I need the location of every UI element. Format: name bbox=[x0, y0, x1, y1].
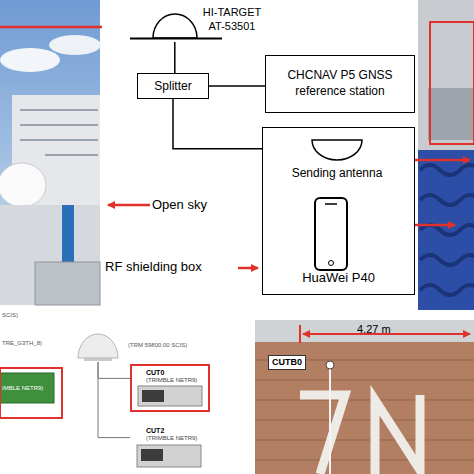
annotation-label: SCIS) bbox=[2, 312, 18, 319]
radome bbox=[0, 163, 46, 207]
receiver-photo bbox=[0, 373, 54, 403]
window-row bbox=[20, 139, 98, 141]
annotation-label: IMBLE NETR9) bbox=[2, 385, 43, 392]
brick-line bbox=[255, 380, 474, 381]
brick-lines bbox=[255, 360, 474, 460]
highlight-frame bbox=[430, 22, 474, 144]
highlight-frame bbox=[0, 368, 62, 418]
process-box: CHCNAV P5 GNSS reference station bbox=[265, 55, 415, 113]
brick-line bbox=[255, 460, 474, 461]
receiver-box: CUT0(TRIMBLE NETR9) bbox=[130, 364, 210, 412]
ac-unit bbox=[35, 262, 100, 305]
brick-line bbox=[255, 400, 474, 401]
sky-photo bbox=[0, 0, 100, 305]
signal-wire bbox=[209, 85, 265, 87]
antenna-dome: HI-TARGET AT-53501 bbox=[130, 4, 270, 42]
annotation-label: TRE_G3TH_8) bbox=[2, 340, 42, 347]
annotation-label: CUTB0 bbox=[268, 355, 306, 370]
cloud bbox=[0, 48, 60, 72]
window-row bbox=[45, 154, 98, 156]
annotation-label: 4.27 m bbox=[357, 323, 391, 336]
leader-line bbox=[0, 26, 102, 29]
building-windows bbox=[20, 110, 98, 155]
signal-wire bbox=[98, 362, 130, 378]
node-title: Splitter bbox=[138, 79, 208, 93]
brick-line bbox=[255, 440, 474, 441]
annotation-label: RF shielding box bbox=[105, 259, 202, 275]
box-photo bbox=[428, 88, 474, 140]
window-row bbox=[20, 109, 98, 111]
receiver-box-shape bbox=[132, 366, 208, 410]
wall-photo bbox=[418, 0, 474, 150]
node-subtitle: (TRIMBLE NETR9) bbox=[146, 435, 197, 442]
node-title: Sending antenna bbox=[277, 166, 397, 180]
signal-wire bbox=[174, 42, 176, 73]
signal-wire bbox=[98, 362, 130, 438]
brick-line bbox=[255, 420, 474, 421]
wall-painting bbox=[300, 395, 420, 474]
cloud bbox=[49, 35, 101, 55]
building-base bbox=[0, 205, 100, 305]
signal-wire bbox=[173, 99, 262, 149]
node-title: CUT2 bbox=[146, 427, 164, 435]
callout-arrow bbox=[238, 267, 258, 270]
wall-top bbox=[255, 320, 474, 342]
node-title: CUT0 bbox=[146, 369, 164, 377]
antenna-dome: (TRM 59800.00 SCIS) bbox=[74, 330, 224, 362]
node-title: CHCNAV P5 GNSS reference station bbox=[270, 67, 410, 99]
pole bbox=[329, 368, 331, 474]
foam-texture bbox=[420, 165, 474, 295]
node-title: HuaWei P40 bbox=[263, 270, 414, 286]
process-box: Splitter bbox=[137, 73, 209, 99]
wall-photo bbox=[255, 320, 474, 474]
dimension-tick bbox=[299, 325, 301, 343]
window-row bbox=[20, 124, 98, 126]
sending-antenna: Sending antenna bbox=[277, 136, 397, 186]
antenna-dot bbox=[326, 361, 334, 369]
callout-arrow bbox=[108, 204, 150, 207]
receiver-box: CUT2(TRIMBLE NETR9) bbox=[130, 422, 210, 474]
node-subtitle: (TRIMBLE NETR9) bbox=[146, 377, 197, 384]
annotation-label: Open sky bbox=[152, 197, 207, 213]
node-title: (TRM 59800.00 SCIS) bbox=[128, 342, 187, 349]
node-title: HI-TARGET AT-53501 bbox=[196, 5, 268, 33]
shielding-box: HuaWei P40 Sending antenna bbox=[262, 127, 415, 295]
receiver-box-shape bbox=[131, 423, 209, 473]
